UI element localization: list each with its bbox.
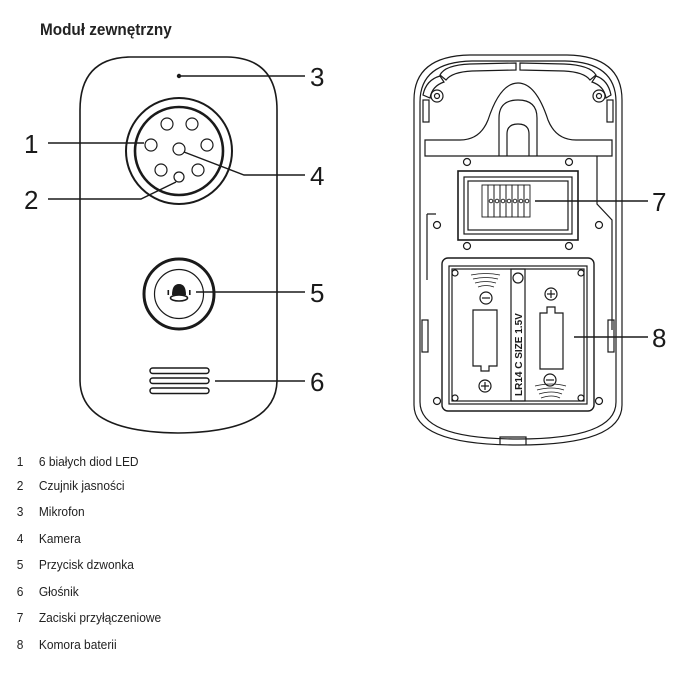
legend-number: 4 xyxy=(16,530,24,546)
bell-button-outer xyxy=(142,257,216,331)
led xyxy=(185,117,199,131)
callout-4: 4 xyxy=(310,161,324,191)
led xyxy=(191,163,205,177)
callout-lines xyxy=(48,75,648,382)
legend-number: 1 xyxy=(16,453,24,469)
callout-numbers: 1 2 3 4 5 6 7 8 xyxy=(24,62,666,397)
legend-label: Czujnik jasności xyxy=(38,477,125,493)
microphone-hole xyxy=(176,73,182,79)
callout-7: 7 xyxy=(652,187,666,217)
doorbell-diagram: LR14 C SIZE 1.5V 1 2 3 4 5 6 7 8 xyxy=(24,54,666,446)
legend-number: 8 xyxy=(16,636,24,652)
legend-number: 2 xyxy=(16,477,24,493)
legend-label: Kamera xyxy=(38,530,81,546)
battery-spring xyxy=(470,273,567,399)
battery-compartment-frame xyxy=(441,257,595,412)
callout-2: 2 xyxy=(24,185,38,215)
led-diodes xyxy=(144,117,214,177)
legend-label: Mikrofon xyxy=(38,504,85,520)
legend-item: 8 Komora baterii xyxy=(14,631,161,658)
back-housing-outer xyxy=(413,54,623,446)
legend-item: 5 Przycisk dzwonka xyxy=(14,552,161,579)
callout-5: 5 xyxy=(310,278,324,308)
speaker-grille xyxy=(149,367,210,395)
leader-line-4 xyxy=(183,151,305,176)
led xyxy=(160,117,174,131)
legend-number: 5 xyxy=(16,557,24,573)
camera-inner-ring xyxy=(133,105,225,197)
legend-label: Głośnik xyxy=(38,583,79,599)
keyhole xyxy=(498,99,538,156)
battery-slot-right xyxy=(539,306,564,370)
legend-item: 7 Zaciski przyłączeniowe xyxy=(14,605,161,632)
mount-bracket xyxy=(424,82,613,157)
front-housing xyxy=(79,56,278,434)
legend-number: 6 xyxy=(16,583,24,599)
bell-button-inner xyxy=(153,268,205,320)
legend-number: 3 xyxy=(16,504,24,520)
front-view xyxy=(79,56,278,434)
light-sensor xyxy=(173,171,185,183)
bell-icon xyxy=(167,284,191,302)
callout-3: 3 xyxy=(310,62,324,92)
legend-item: 1 6 białych diod LED xyxy=(14,450,161,472)
section-title: Moduł zewnętrzny xyxy=(40,20,172,39)
back-view xyxy=(413,54,623,446)
led xyxy=(200,138,214,152)
legend-item: 3 Mikrofon xyxy=(14,499,161,526)
terminal-housing xyxy=(457,170,579,241)
terminal-contacts xyxy=(481,184,531,218)
legend-label: Przycisk dzwonka xyxy=(38,557,134,573)
back-housing-inner xyxy=(419,60,617,440)
led xyxy=(154,163,168,177)
callout-6: 6 xyxy=(310,367,324,397)
legend-item: 6 Głośnik xyxy=(14,578,161,605)
leader-line-2 xyxy=(48,181,177,200)
camera-lens xyxy=(172,142,186,156)
legend-label: 6 białych diod LED xyxy=(38,453,139,469)
legend-item: 2 Czujnik jasności xyxy=(14,472,161,499)
legend-number: 7 xyxy=(16,610,24,626)
legend-item: 4 Kamera xyxy=(14,525,161,552)
callout-8: 8 xyxy=(652,323,666,353)
battery-label: LR14 C SIZE 1.5V xyxy=(514,313,525,396)
legend-label: Zaciski przyłączeniowe xyxy=(38,610,162,626)
callout-1: 1 xyxy=(24,129,38,159)
camera-outer-ring xyxy=(125,97,233,205)
battery-slot-left xyxy=(472,309,498,372)
legend-label: Komora baterii xyxy=(38,636,117,652)
led xyxy=(144,138,158,152)
